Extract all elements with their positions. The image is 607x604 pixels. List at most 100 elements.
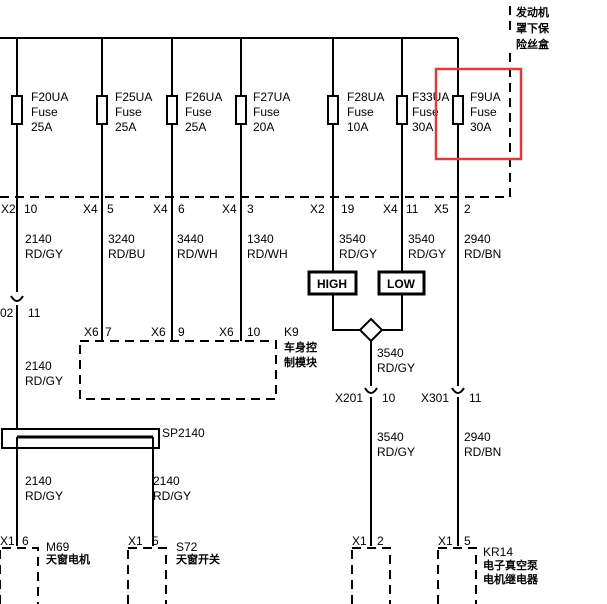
conn-label: X1 [0, 534, 15, 548]
fuse-id: F25UA [115, 90, 152, 104]
conn-label: 02 [0, 306, 14, 320]
circuit-number: 2940 [464, 430, 491, 444]
conn-label: X1 [438, 534, 453, 548]
wire-labels: 2140 RD/GY 3240 RD/BU 3440 RD/WH 1340 RD… [25, 232, 501, 261]
fuse-kind: Fuse [253, 105, 280, 119]
pin-label: 10 [247, 325, 261, 339]
conn-label: X5 [434, 202, 449, 216]
wire-color: RD/GY [377, 445, 415, 459]
inline-connector-x201 [364, 387, 378, 394]
fuse-f28ua: F28UA Fuse 10A [327, 38, 384, 272]
k9-id: K9 [284, 325, 299, 339]
conn-label: X4 [383, 202, 398, 216]
pin-label: 11 [406, 202, 419, 216]
fuse-f27ua: F27UA Fuse 20A [235, 38, 290, 341]
fuse-rating: 10A [347, 120, 368, 134]
fuse-kind: Fuse [185, 105, 212, 119]
component-kr14: X1 5 KR14 电子真空泵 电机继电器 [437, 534, 539, 604]
wire-color: RD/GY [25, 489, 63, 503]
fuse-rating: 25A [115, 120, 136, 134]
component-name: 天窗开关 [176, 552, 220, 566]
pin-label: 2 [464, 202, 471, 216]
k9-name: 制模块 [284, 355, 318, 369]
fuse-f33ua: F33UA Fuse 30A [396, 38, 449, 272]
component-x1-2: X1 2 [351, 534, 391, 604]
circuit-number: 3540 [377, 430, 404, 444]
conn-label: X4 [153, 202, 168, 216]
component-id: S72 [176, 540, 198, 554]
fusebox-label-2: 罩下保 [516, 21, 550, 35]
component-s72: X1 5 S72 天窗开关 [127, 534, 220, 604]
circuit-number: 2940 [464, 232, 491, 246]
fuse-rating: 30A [412, 120, 433, 134]
fuse-kind: Fuse [31, 105, 58, 119]
fuse-f20ua: F20UA Fuse 25A [11, 38, 68, 292]
wire-color: RD/BU [108, 247, 145, 261]
component-name: 天窗电机 [46, 552, 90, 566]
fuse-id: F27UA [253, 90, 290, 104]
pin-label: 10 [382, 391, 396, 405]
circuit-number: 3440 [177, 232, 204, 246]
conn-label: X1 [352, 534, 367, 548]
fuse-id: F26UA [185, 90, 222, 104]
circuit-number: 3540 [377, 346, 404, 360]
pin-label: 10 [24, 202, 38, 216]
wire-color: RD/GY [339, 247, 377, 261]
conn-label: X4 [222, 202, 237, 216]
conn-label: X6 [151, 325, 166, 339]
fuse-kind: Fuse [470, 105, 497, 119]
fuse-rating: 20A [253, 120, 274, 134]
pin-label: 9 [178, 325, 185, 339]
fuse-kind: Fuse [347, 105, 374, 119]
wire-color: RD/WH [247, 247, 288, 261]
inline-connector-x301 [451, 387, 465, 394]
highlight-box [434, 67, 523, 161]
wire-color: RD/GY [408, 247, 446, 261]
circuit-number: 3540 [339, 232, 366, 246]
wire-color: RD/BN [464, 247, 501, 261]
fusebox-label-1: 发动机 [515, 5, 549, 19]
k9-module [79, 340, 277, 400]
component-id: M69 [46, 540, 70, 554]
conn-label: X1 [128, 534, 143, 548]
component-id: KR14 [483, 545, 513, 559]
fuse-kind: Fuse [412, 105, 439, 119]
fuse-id: F33UA [412, 90, 449, 104]
pin-label: 5 [152, 534, 159, 548]
wire-color: RD/GY [25, 247, 63, 261]
pin-label: 3 [247, 202, 254, 216]
inline-connector-left [10, 295, 24, 302]
circuit-number: 3540 [408, 232, 435, 246]
fuse-rating: 25A [185, 120, 206, 134]
fuse-rating: 30A [470, 120, 491, 134]
k9-name: 车身控 [284, 340, 317, 354]
circuit-number: 2140 [25, 474, 52, 488]
component-name: 电机继电器 [483, 572, 539, 586]
pin-label: 2 [377, 534, 384, 548]
conn-label: X6 [84, 325, 99, 339]
fuse-f9ua: F9UA Fuse 30A [452, 38, 501, 386]
circuit-number: 2140 [25, 359, 52, 373]
wire-color: RD/GY [153, 489, 191, 503]
wire-color: RD/BN [464, 445, 501, 459]
diode-diamond [358, 317, 384, 343]
high-wire [332, 294, 360, 331]
high-label: HIGH [317, 277, 347, 291]
conn-label: X301 [421, 391, 449, 405]
wire-color: RD/GY [25, 374, 63, 388]
pin-label: 7 [105, 325, 112, 339]
pin-label: 11 [28, 306, 41, 320]
circuit-number: 1340 [247, 232, 274, 246]
fuse-f26ua: F26UA Fuse 25A [166, 38, 222, 341]
circuit-number: 3240 [108, 232, 135, 246]
pin-label: 5 [464, 534, 471, 548]
fuse-id: F28UA [347, 90, 384, 104]
pin-label: 5 [107, 202, 114, 216]
conn-label: X201 [335, 391, 363, 405]
fusebox-label-3: 险丝盒 [516, 37, 550, 51]
component-m69: X1 6 M69 天窗电机 [0, 534, 90, 604]
conn-label: X2 [1, 202, 16, 216]
component-name: 电子真空泵 [483, 558, 538, 572]
circuit-number: 2140 [153, 474, 180, 488]
